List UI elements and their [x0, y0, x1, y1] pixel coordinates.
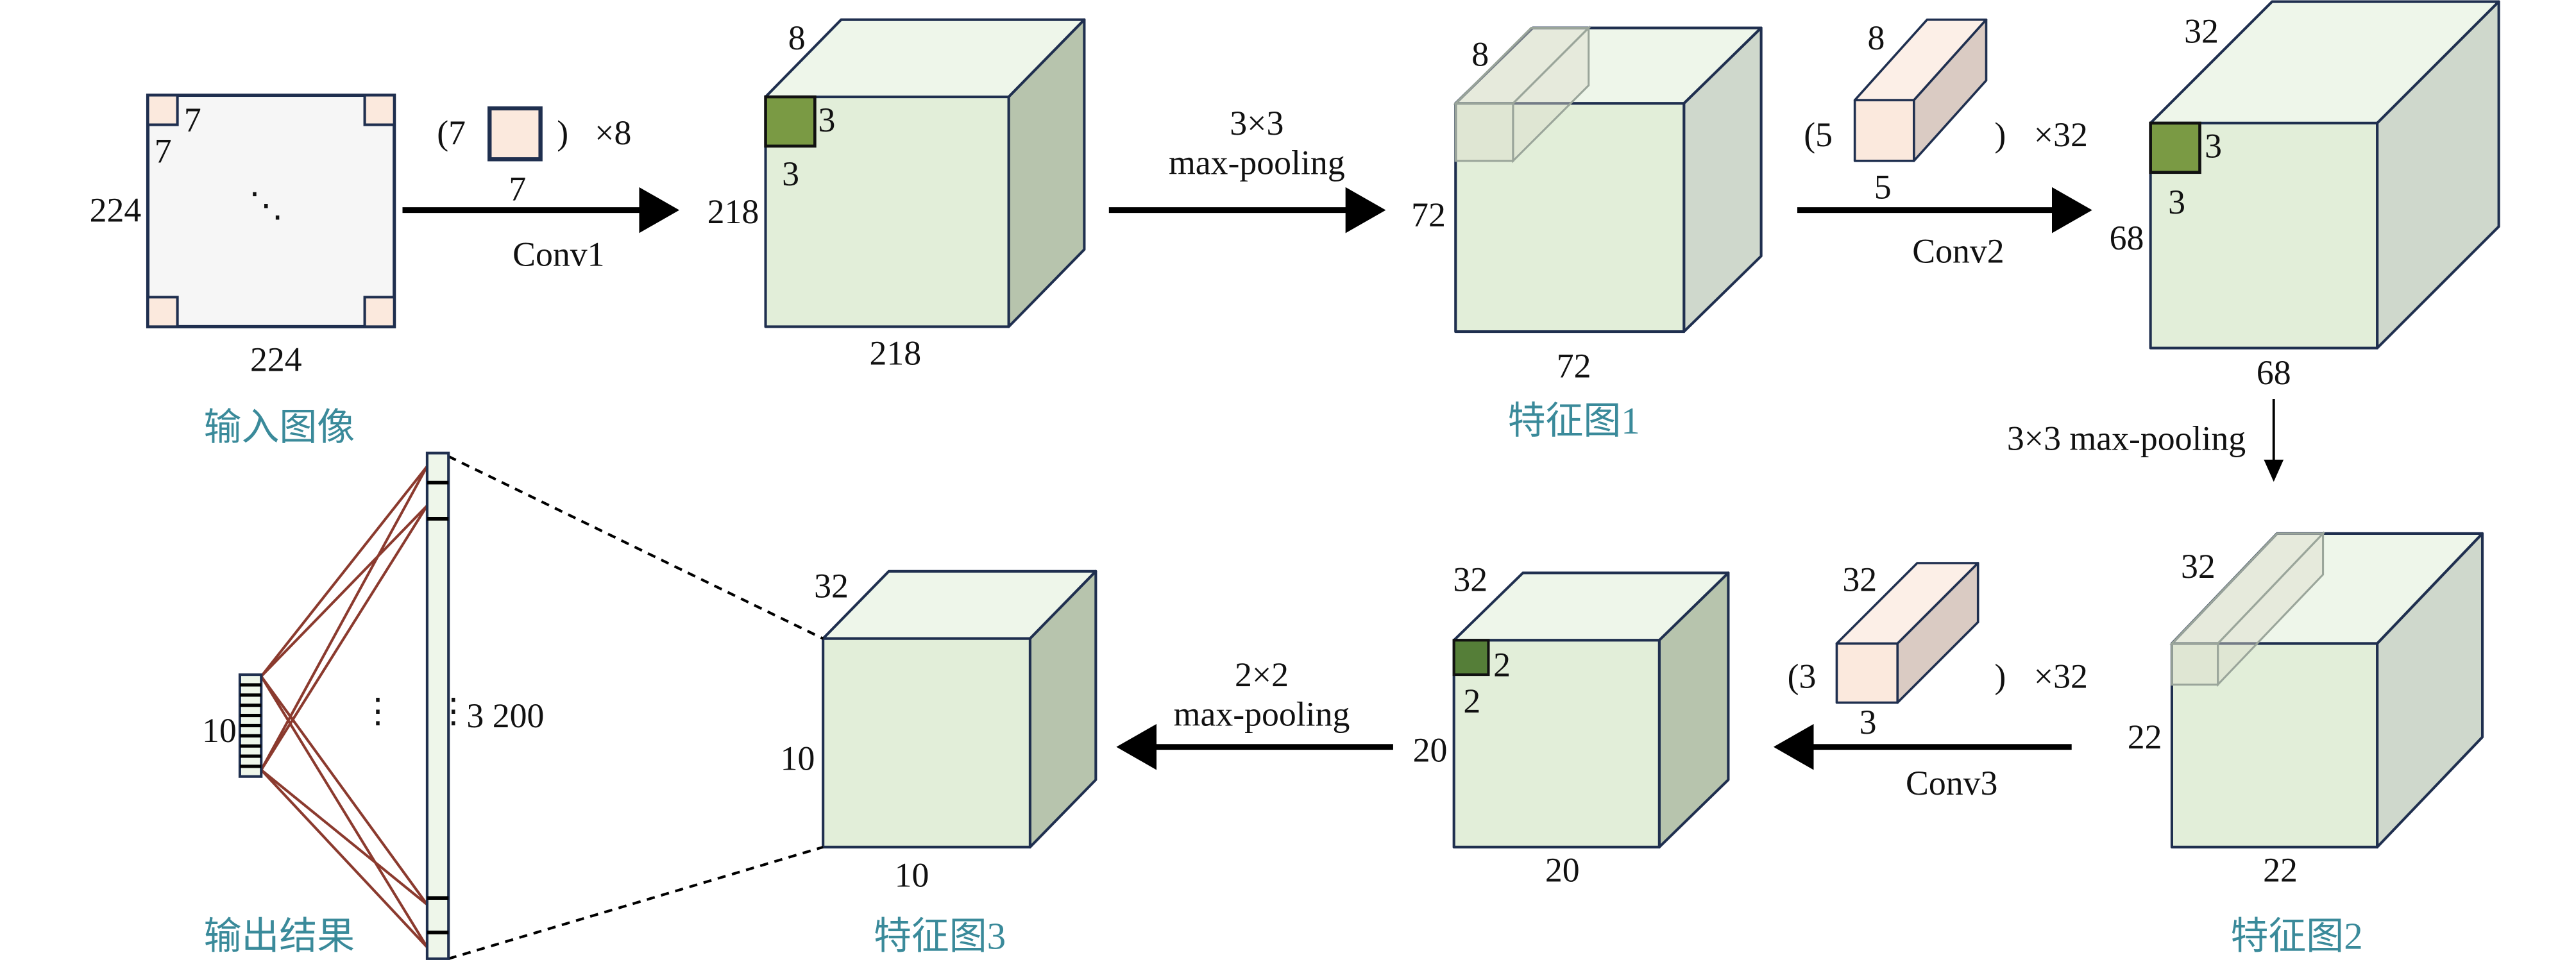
input-caption: 输入图像 — [204, 407, 355, 448]
fc-connection-line — [260, 675, 428, 906]
conv3-out-w: 20 — [1545, 851, 1580, 890]
fc-caption: 输出结果 — [204, 916, 355, 958]
conv2-times: ×32 — [2034, 115, 2088, 154]
fmap1-front-face — [1454, 102, 1686, 333]
fc-out-size: 10 — [202, 711, 237, 750]
conv2-out-h: 68 — [2110, 219, 2144, 257]
fmap2-depth: 32 — [2181, 547, 2216, 586]
conv3-kernel-front-face — [1835, 642, 1899, 704]
conv3-patch-w: 2 — [1493, 646, 1511, 684]
conv1-open: (7 — [437, 114, 466, 152]
fc-hidden-ellipsis: ⋮ — [360, 691, 395, 730]
fc-connection-line — [260, 465, 428, 771]
fmap3-w: 10 — [895, 856, 929, 894]
fmap2-caption: 特征图2 — [2231, 916, 2363, 958]
conv1-out-w: 218 — [870, 333, 922, 372]
conv3-close: ) — [1994, 657, 2006, 696]
fmap2-h: 22 — [2128, 718, 2162, 756]
conv1-out-depth: 8 — [788, 19, 806, 57]
pool3-size: 2×2 — [1235, 655, 1289, 694]
input-height-label: 224 — [90, 191, 142, 230]
fmap1-depth: 8 — [1471, 35, 1489, 73]
conv1-patch-h: 3 — [782, 155, 799, 193]
flattened-vector — [425, 451, 450, 960]
conv2-kernel-depth: 8 — [1867, 19, 1885, 57]
fc-connection-line — [260, 769, 428, 949]
fmap2-front-face — [2170, 642, 2379, 848]
conv1-filter-patch — [764, 95, 817, 148]
input-corner-patch — [363, 296, 396, 328]
conv2-filter-patch — [2149, 121, 2201, 174]
pool3-label: max-pooling — [1174, 695, 1350, 733]
conv3-open: (3 — [1788, 657, 1817, 696]
input-corner-patch — [146, 94, 179, 126]
conv2-close: ) — [1994, 115, 2006, 154]
conv1-patch-w: 3 — [818, 101, 835, 139]
conv2-open: (5 — [1804, 115, 1833, 154]
conv2-output-front-face — [2149, 121, 2379, 350]
fmap1-pool-window-front — [1454, 102, 1514, 162]
conv2-label: Conv2 — [1912, 232, 2004, 271]
fmap3-h: 10 — [781, 739, 815, 778]
input-corner-patch — [146, 296, 179, 328]
conv1-kernel — [487, 106, 543, 162]
conv2-kernel-front-face — [1853, 99, 1915, 162]
fc-connection-line — [260, 768, 428, 906]
fmap3-depth: 32 — [814, 567, 849, 605]
fmap2-w: 22 — [2263, 851, 2298, 890]
input-ellipsis: ⋱ — [249, 186, 284, 224]
pool1-label: max-pooling — [1169, 143, 1345, 181]
pool1-size: 3×3 — [1230, 104, 1284, 142]
conv3-patch-h: 2 — [1463, 682, 1480, 720]
fmap3-front-face — [822, 637, 1031, 848]
conv3-kernel-depth: 32 — [1842, 561, 1877, 599]
input-corner-w-label: 7 — [184, 101, 201, 139]
conv3-label: Conv3 — [1906, 764, 1997, 802]
fmap1-w: 72 — [1557, 347, 1591, 385]
fmap1-caption: 特征图1 — [1508, 400, 1640, 442]
input-corner-patch — [363, 94, 396, 126]
conv1-kernel-size: 7 — [509, 169, 526, 208]
fmap3-caption: 特征图3 — [874, 916, 1006, 958]
conv3-out-h: 20 — [1413, 731, 1448, 770]
conv3-kernel-size: 3 — [1860, 703, 1877, 741]
conv2-out-depth: 32 — [2184, 12, 2219, 51]
fmap1-h: 72 — [1411, 196, 1446, 234]
fc-connection-line — [260, 505, 428, 771]
input-image — [146, 93, 396, 328]
flatten-dashed-line-top — [448, 455, 824, 640]
input-corner-h-label: 7 — [155, 131, 172, 170]
fc-connection-line — [260, 465, 428, 677]
conv2-patch-h: 3 — [2168, 183, 2185, 221]
fc-flat-ellipsis: ⋮ — [436, 691, 471, 730]
conv1-label: Conv1 — [513, 235, 604, 274]
conv2-patch-w: 3 — [2205, 127, 2222, 165]
input-width-label: 224 — [250, 341, 302, 379]
pool2-label: 3×3 max-pooling — [2007, 419, 2246, 457]
fc-connection-line — [260, 504, 428, 678]
conv1-close: ) — [557, 114, 568, 152]
conv3-out-depth: 32 — [1453, 561, 1487, 599]
conv1-times: ×8 — [595, 114, 631, 152]
fc-flat-size: 3 200 — [466, 696, 544, 735]
conv1-out-h: 218 — [708, 192, 759, 231]
conv3-times: ×32 — [2034, 657, 2088, 696]
conv2-out-w: 68 — [2257, 353, 2291, 392]
fmap2-pool-window-front — [2171, 642, 2219, 686]
conv2-kernel-size: 5 — [1874, 168, 1892, 207]
fc-connection-line — [260, 675, 428, 949]
conv3-pool-patch — [1452, 639, 1490, 677]
flatten-dashed-line-bottom — [448, 845, 824, 960]
